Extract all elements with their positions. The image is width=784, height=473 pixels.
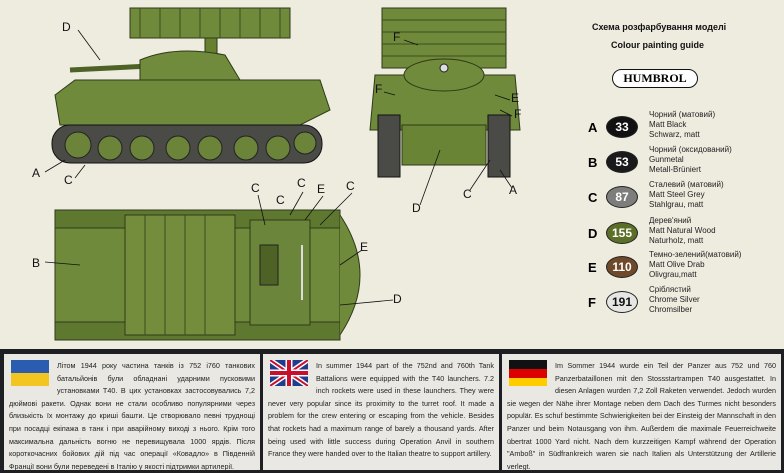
color-name-ua: Темно-зелений(матовий) [649, 250, 742, 259]
color-name-de: Schwarz, matt [649, 130, 700, 139]
history-text-de: Im Sommer 1944 wurde ein Teil der Panzer… [502, 354, 781, 471]
color-name-en: Matt Olive Drab [649, 260, 705, 269]
callout-side-a: A [32, 166, 41, 180]
color-name-de: Olivgrau,matt [649, 270, 697, 279]
tank-drawings [44, 7, 521, 341]
paint-code-badge: 33 [606, 116, 638, 138]
color-letter: F [588, 295, 596, 310]
history-text-ua: Літом 1944 року частина танків із 752 і7… [4, 354, 260, 471]
callout-front-e: E [511, 91, 520, 105]
history-text-en: In summer 1944 part of the 752nd and 760… [263, 354, 499, 470]
callout-top-d: D [393, 292, 402, 306]
color-letter: B [588, 155, 598, 170]
callout-front-a: A [509, 183, 518, 197]
color-letter: A [588, 120, 598, 135]
guide-title-ua: Схема розфарбування моделі [592, 22, 727, 32]
tank-side-view [51, 7, 331, 164]
paint-code-badge: 110 [606, 256, 638, 278]
color-name-ua: Чорний (оксидований) [649, 145, 732, 154]
callout-top-c: C [297, 176, 306, 190]
color-name-de: Naturholz, matt [649, 236, 704, 245]
callout-front-d: D [412, 201, 421, 215]
callout-front-f: F [375, 82, 383, 96]
paint-code-badge: 155 [606, 222, 638, 244]
paint-code-badge: 191 [606, 291, 638, 313]
callout-top-c: C [251, 181, 260, 195]
color-name-ua: Сріблястий [649, 285, 691, 294]
humbrol-logo: HUMBROL [612, 69, 698, 88]
callout-top-c: C [276, 193, 285, 207]
history-paragraph-en: In summer 1944 part of the 752nd and 760… [268, 361, 494, 459]
color-letter: D [588, 226, 598, 241]
color-letter: E [588, 260, 597, 275]
color-name-de: Stahlgrau, matt [649, 200, 704, 209]
color-row-e: E 110 Темно-зелений(матовий)Matt Olive D… [588, 250, 784, 290]
callout-top-e: E [360, 240, 369, 254]
color-name-en: Matt Steel Grey [649, 190, 705, 199]
tank-front-view [369, 7, 521, 178]
ukraine-flag-icon [11, 360, 49, 386]
callout-top-c: C [346, 179, 355, 193]
color-name-de: Metall-Brüniert [649, 165, 702, 174]
callout-top-b: B [32, 256, 41, 270]
germany-flag-icon [509, 360, 547, 386]
color-name-de: Chromsilber [649, 305, 693, 314]
color-name-ua: Чорний (матовий) [649, 110, 716, 119]
guide-title-en: Colour painting guide [611, 40, 704, 50]
tank-top-view [54, 209, 361, 341]
callout-front-f: F [393, 30, 401, 44]
callout-side-c: C [64, 173, 73, 187]
callout-front-c: C [463, 187, 472, 201]
color-name-ua: Сталевий (матовий) [649, 180, 724, 189]
callout-side-d: D [62, 20, 71, 34]
callout-front-f: F [514, 107, 522, 121]
paint-code-badge: 87 [606, 186, 638, 208]
color-letter: C [588, 190, 598, 205]
history-paragraph-de: Im Sommer 1944 wurde ein Teil der Panzer… [507, 361, 776, 471]
color-name-en: Chrome Silver [649, 295, 700, 304]
callout-top-e: E [317, 182, 326, 196]
color-name-ua: Дерев'яний [649, 216, 692, 225]
uk-flag-icon [270, 360, 308, 386]
color-name-en: Matt Black [649, 120, 687, 129]
paint-code-badge: 53 [606, 151, 638, 173]
history-paragraph-ua: Літом 1944 року частина танків із 752 і7… [9, 361, 255, 471]
color-name-en: Matt Natural Wood [649, 226, 716, 235]
color-name-en: Gunmetal [649, 155, 684, 164]
